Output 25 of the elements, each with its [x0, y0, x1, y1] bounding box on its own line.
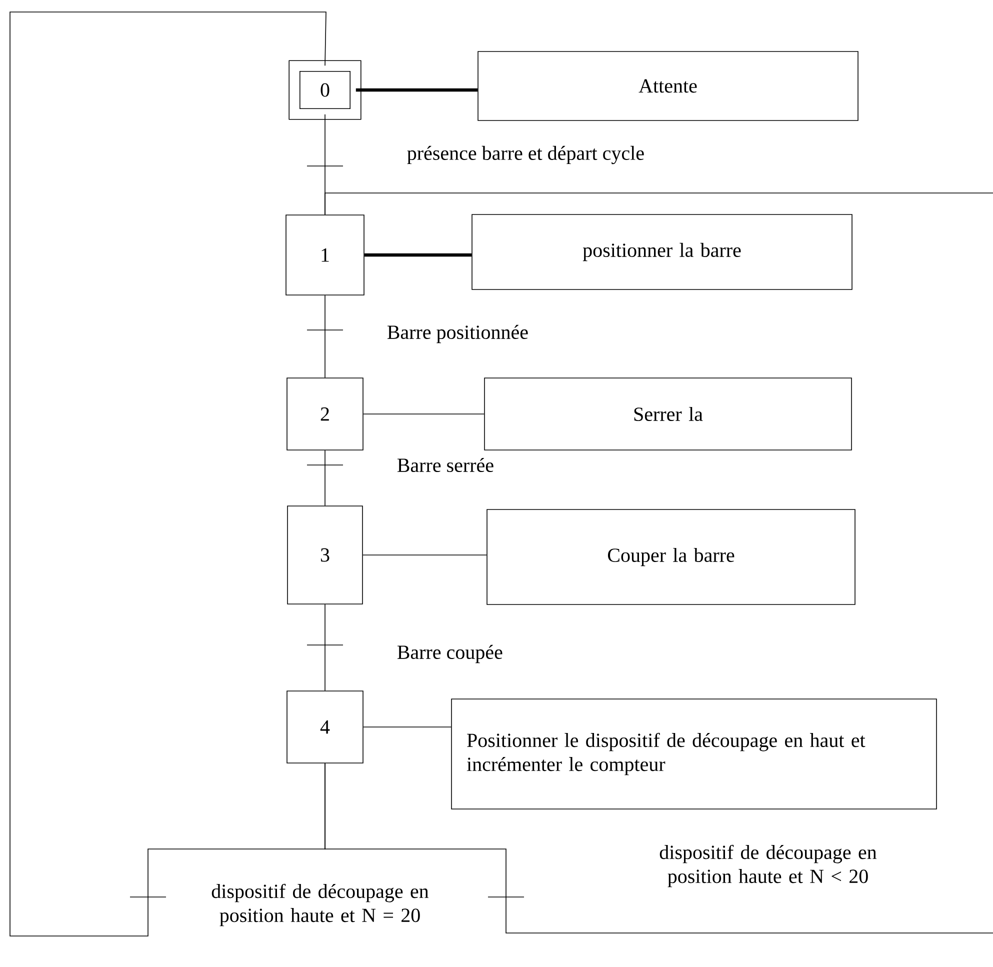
- transition-condition: Barre positionnée: [387, 324, 528, 344]
- action-box: Positionner le dispositif de découpage en haut et incrémenter le compteur: [451, 698, 937, 810]
- connector: [363, 726, 452, 728]
- connector: [10, 12, 326, 936]
- action-box: Couper la barre: [486, 509, 856, 605]
- step-box: 1: [286, 214, 364, 296]
- initial-step-box: 0: [288, 60, 362, 120]
- connector: [356, 88, 478, 92]
- action-box: Attente: [478, 51, 858, 121]
- transition-condition: Barre coupée: [397, 644, 502, 664]
- transition-condition: dispositif de découpage en position haute et N < 20: [660, 844, 877, 888]
- step-box: 2: [286, 378, 364, 450]
- connector: [306, 450, 344, 506]
- step-box: 4: [286, 690, 364, 764]
- transition-condition: dispositif de découpage en position haute et N = 20: [212, 884, 429, 926]
- action-box: positionner la barre: [472, 214, 852, 290]
- connector: [306, 295, 344, 378]
- connector: [306, 604, 344, 691]
- connector: [324, 192, 993, 934]
- step-box: 3: [287, 506, 363, 604]
- transition-condition: Barre serrée: [397, 458, 494, 472]
- transition-condition: présence barre et départ cycle: [407, 146, 644, 164]
- connector: [362, 554, 487, 556]
- action-box: Serrer la: [484, 378, 852, 450]
- connector: [364, 253, 472, 257]
